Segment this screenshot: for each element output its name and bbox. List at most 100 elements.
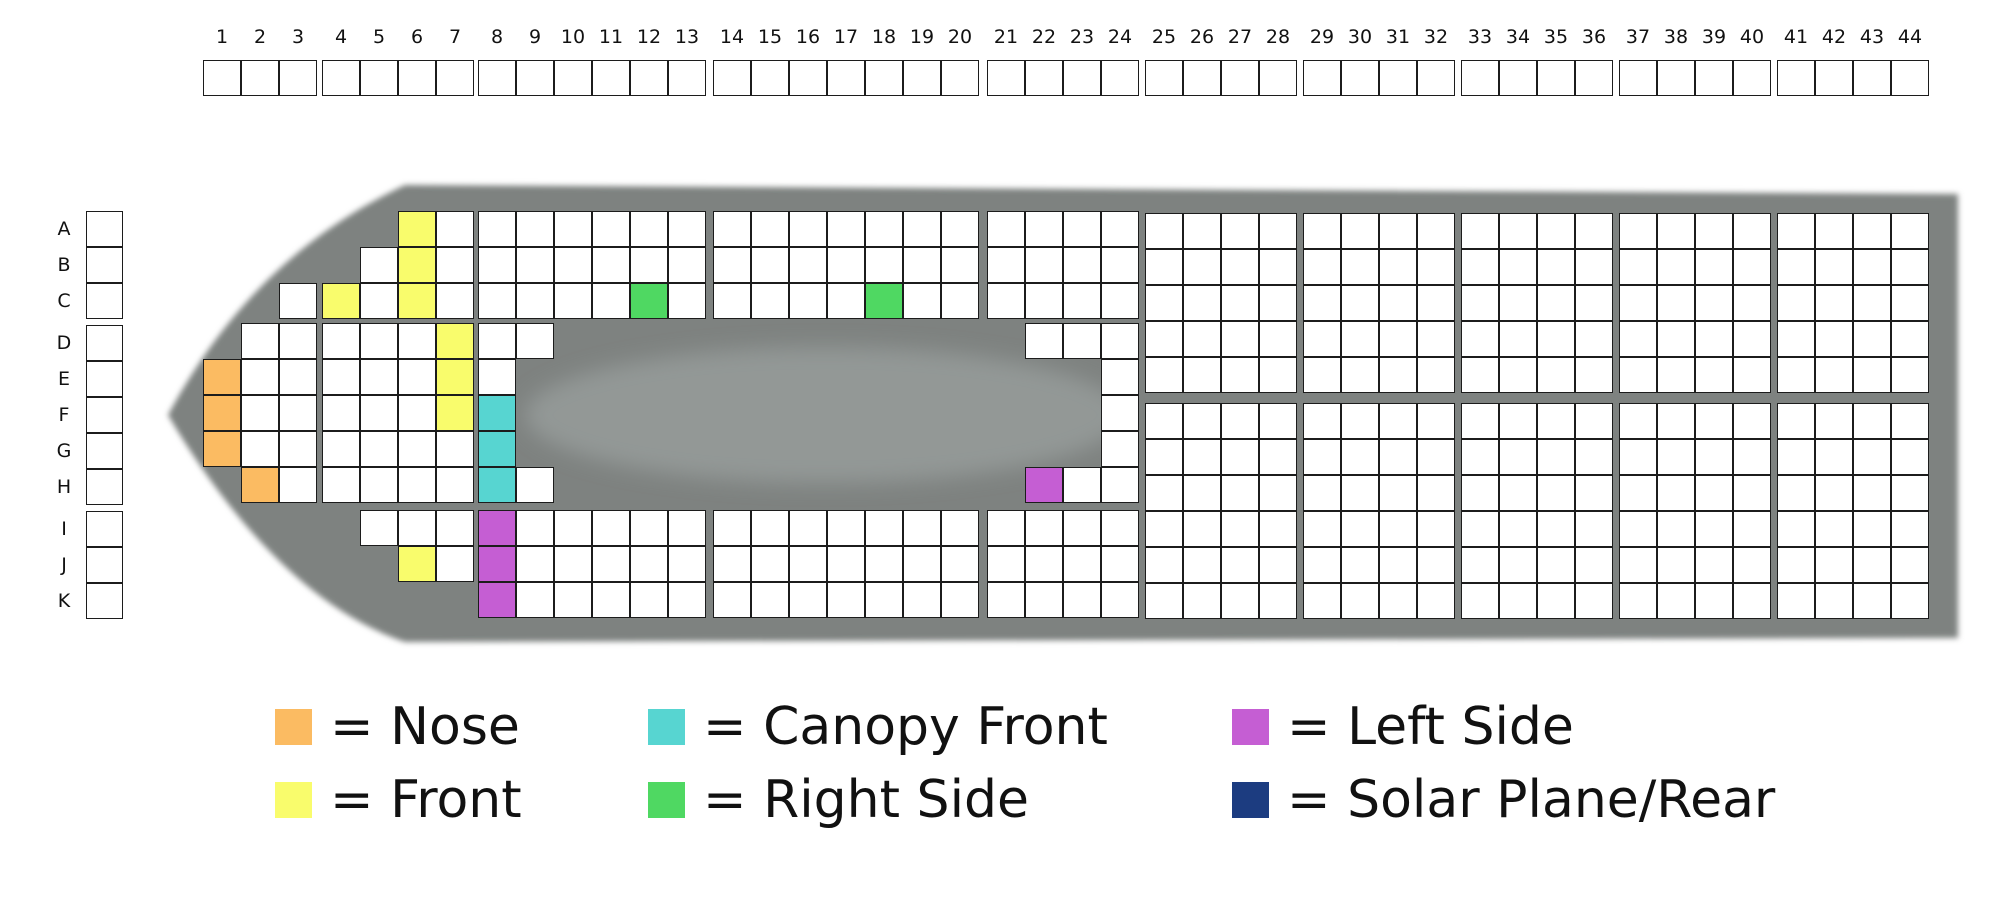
cell-I33 — [1461, 511, 1499, 547]
cell-K21 — [987, 582, 1025, 618]
cell-D2 — [241, 323, 279, 359]
cell-D24 — [1101, 323, 1139, 359]
cell-B12 — [630, 247, 668, 283]
cell-D42 — [1815, 321, 1853, 357]
cell-B5 — [360, 247, 398, 283]
cell-I9 — [516, 510, 554, 546]
cell-C29 — [1303, 285, 1341, 321]
column-box-44 — [1891, 60, 1929, 96]
cell-J16 — [789, 546, 827, 582]
column-label-1: 1 — [215, 26, 229, 48]
cell-I14 — [713, 510, 751, 546]
column-box-38 — [1657, 60, 1695, 96]
cell-A11 — [592, 211, 630, 247]
column-label-15: 15 — [757, 26, 783, 48]
column-box-7 — [436, 60, 474, 96]
cell-F35 — [1537, 403, 1575, 439]
cell-A17 — [827, 211, 865, 247]
column-box-11 — [592, 60, 630, 96]
cell-J28 — [1259, 547, 1297, 583]
cell-F39 — [1695, 403, 1733, 439]
cell-E2 — [241, 359, 279, 395]
cell-K11 — [592, 582, 630, 618]
column-label-12: 12 — [636, 26, 662, 48]
cell-G41 — [1777, 439, 1815, 475]
cell-D36 — [1575, 321, 1613, 357]
cell-B36 — [1575, 249, 1613, 285]
cell-F30 — [1341, 403, 1379, 439]
cell-G7 — [436, 431, 474, 467]
cell-F7 — [436, 395, 474, 431]
cell-K40 — [1733, 583, 1771, 619]
cell-E37 — [1619, 357, 1657, 393]
cell-J40 — [1733, 547, 1771, 583]
cell-J20 — [941, 546, 979, 582]
cell-A32 — [1417, 213, 1455, 249]
cell-E42 — [1815, 357, 1853, 393]
cell-C34 — [1499, 285, 1537, 321]
cell-D6 — [398, 323, 436, 359]
column-label-7: 7 — [448, 26, 462, 48]
cell-E8 — [478, 359, 516, 395]
cell-B25 — [1145, 249, 1183, 285]
cell-F1 — [203, 395, 241, 431]
cell-I39 — [1695, 511, 1733, 547]
cell-C36 — [1575, 285, 1613, 321]
row-label-C: C — [57, 290, 71, 312]
column-label-11: 11 — [598, 26, 624, 48]
row-label-H: H — [56, 476, 72, 498]
cell-A6 — [398, 211, 436, 247]
cell-D25 — [1145, 321, 1183, 357]
cell-G29 — [1303, 439, 1341, 475]
cell-B40 — [1733, 249, 1771, 285]
cell-G24 — [1101, 431, 1139, 467]
column-box-30 — [1341, 60, 1379, 96]
cell-C21 — [987, 283, 1025, 319]
cell-J43 — [1853, 547, 1891, 583]
cell-C16 — [789, 283, 827, 319]
column-box-42 — [1815, 60, 1853, 96]
cell-C43 — [1853, 285, 1891, 321]
cell-H6 — [398, 467, 436, 503]
cell-D33 — [1461, 321, 1499, 357]
column-label-4: 4 — [334, 26, 348, 48]
cell-C24 — [1101, 283, 1139, 319]
cell-B22 — [1025, 247, 1063, 283]
cell-G1 — [203, 431, 241, 467]
column-label-24: 24 — [1107, 26, 1133, 48]
cell-J41 — [1777, 547, 1815, 583]
cell-F43 — [1853, 403, 1891, 439]
cell-B41 — [1777, 249, 1815, 285]
cell-D31 — [1379, 321, 1417, 357]
cell-J34 — [1499, 547, 1537, 583]
cell-K36 — [1575, 583, 1613, 619]
cell-G32 — [1417, 439, 1455, 475]
cell-B17 — [827, 247, 865, 283]
cell-A20 — [941, 211, 979, 247]
cell-A22 — [1025, 211, 1063, 247]
cell-J25 — [1145, 547, 1183, 583]
column-box-3 — [279, 60, 317, 96]
cell-H4 — [322, 467, 360, 503]
cell-B10 — [554, 247, 592, 283]
cell-B43 — [1853, 249, 1891, 285]
column-box-24 — [1101, 60, 1139, 96]
cell-J15 — [751, 546, 789, 582]
column-label-39: 39 — [1701, 26, 1727, 48]
cell-H28 — [1259, 475, 1297, 511]
cell-I19 — [903, 510, 941, 546]
cell-C19 — [903, 283, 941, 319]
cell-I36 — [1575, 511, 1613, 547]
column-label-17: 17 — [833, 26, 859, 48]
cell-D26 — [1183, 321, 1221, 357]
row-label-G: G — [56, 440, 72, 462]
cell-E43 — [1853, 357, 1891, 393]
cell-K20 — [941, 582, 979, 618]
cell-J23 — [1063, 546, 1101, 582]
cell-G35 — [1537, 439, 1575, 475]
cell-B19 — [903, 247, 941, 283]
cell-C40 — [1733, 285, 1771, 321]
cell-J14 — [713, 546, 751, 582]
cell-F34 — [1499, 403, 1537, 439]
cell-A16 — [789, 211, 827, 247]
